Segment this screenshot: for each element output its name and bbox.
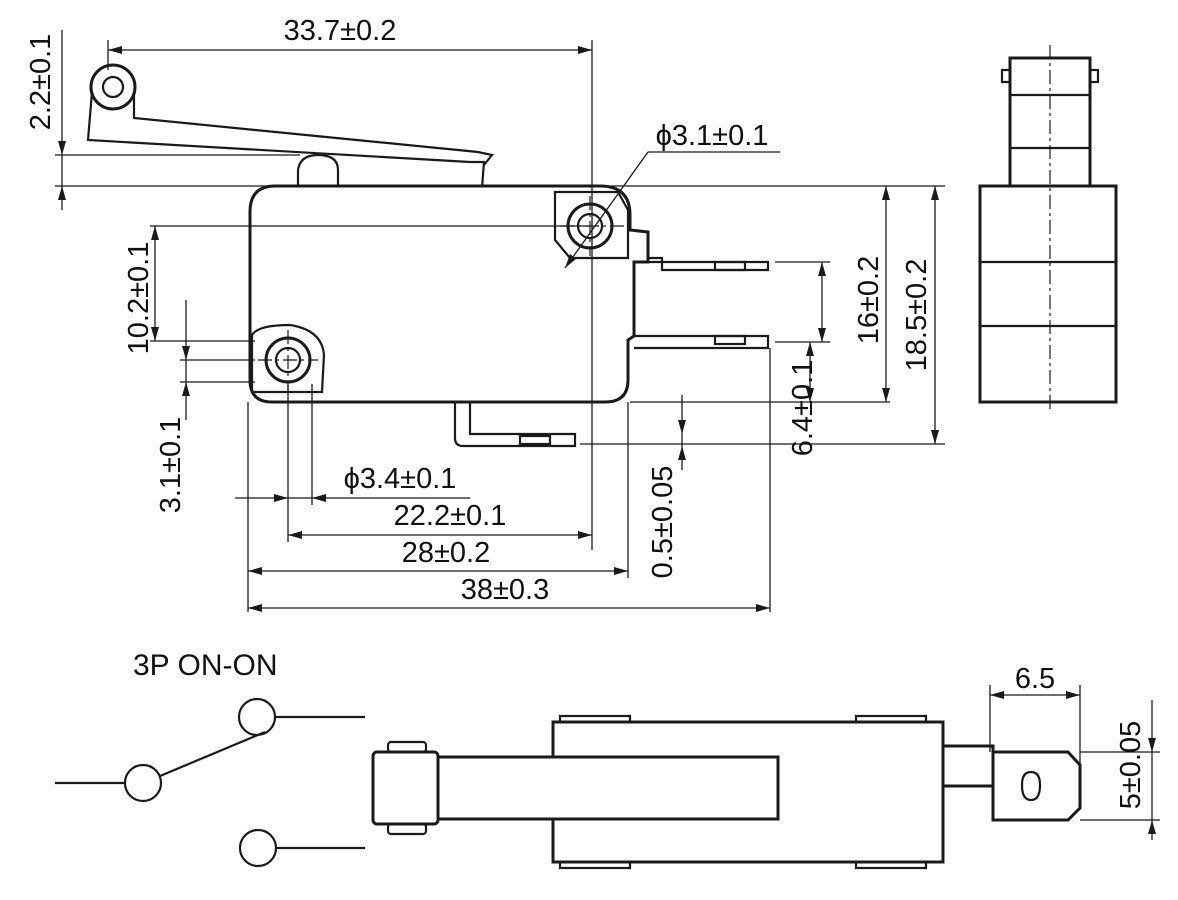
bottom-view: [371, 685, 1160, 870]
bottom-terminal-hole: [1020, 770, 1042, 802]
extension-lines: [55, 40, 945, 612]
side-body: [978, 184, 1118, 404]
dim-lever-length: 33.7±0.2: [284, 15, 397, 47]
dimension-texts: 33.7±0.2 2.2±0.1 ϕ3.1±0.1 10.2±0.1 3.1±0…: [25, 15, 933, 606]
dim-hole-spacing-v: 10.2±0.1: [123, 242, 155, 355]
terminal-no: [634, 334, 770, 350]
dim-lower-hole-offset: 3.1±0.1: [155, 417, 187, 514]
dim-body-height-inner: 16±0.2: [853, 256, 885, 345]
dimension-lines: [58, 30, 939, 612]
switch-schematic: 3P ON-ON: [55, 649, 365, 868]
lever-arm-top: [132, 92, 494, 166]
bottom-roller: [371, 750, 440, 826]
plunger: [296, 153, 340, 186]
contact-nc: [238, 828, 278, 868]
bottom-terminal-base: [941, 744, 995, 788]
dim-mount-hole-bottom: ϕ3.4±0.1: [344, 463, 457, 495]
terminal-nc-hole: [713, 260, 747, 272]
bottom-dimension-texts: 6.5 5±0.05: [1015, 663, 1147, 809]
terminal-no-hole: [713, 334, 747, 346]
terminal-nc: [648, 256, 770, 272]
dim-mount-hole-top: ϕ3.1±0.1: [656, 120, 769, 152]
dim-hole-spacing-h: 22.2±0.1: [394, 500, 507, 532]
terminal-com: [453, 402, 577, 448]
contact-com: [123, 763, 163, 803]
dim-overall-length: 38±0.3: [461, 574, 550, 606]
lever-arm: [86, 91, 486, 189]
lever-roller: [89, 63, 137, 111]
schematic-label: 3P ON-ON: [133, 649, 277, 682]
lower-mount-boss: [250, 323, 326, 394]
bottom-lever: [436, 755, 780, 821]
upper-mount-boss: [553, 190, 630, 260]
switch-blade: [159, 730, 266, 778]
contact-no: [237, 697, 277, 737]
dim-terminal-thickness: 0.5±0.05: [647, 466, 679, 579]
dim-terminal-length: 6.5: [1015, 663, 1055, 695]
terminal-com-hole: [518, 434, 552, 446]
dim-lever-height: 2.2±0.1: [25, 34, 57, 131]
dim-terminal-span: 28±0.2: [402, 537, 491, 569]
dim-terminal-width: 5±0.05: [1115, 721, 1147, 810]
dim-body-height: 18.5±0.2: [901, 259, 933, 372]
dim-terminal-pitch: 6.4±0.1: [787, 360, 819, 457]
roller-axle: [101, 75, 125, 99]
bottom-terminal: [991, 750, 1082, 822]
side-view: [978, 45, 1118, 412]
switch-body: [248, 184, 650, 404]
